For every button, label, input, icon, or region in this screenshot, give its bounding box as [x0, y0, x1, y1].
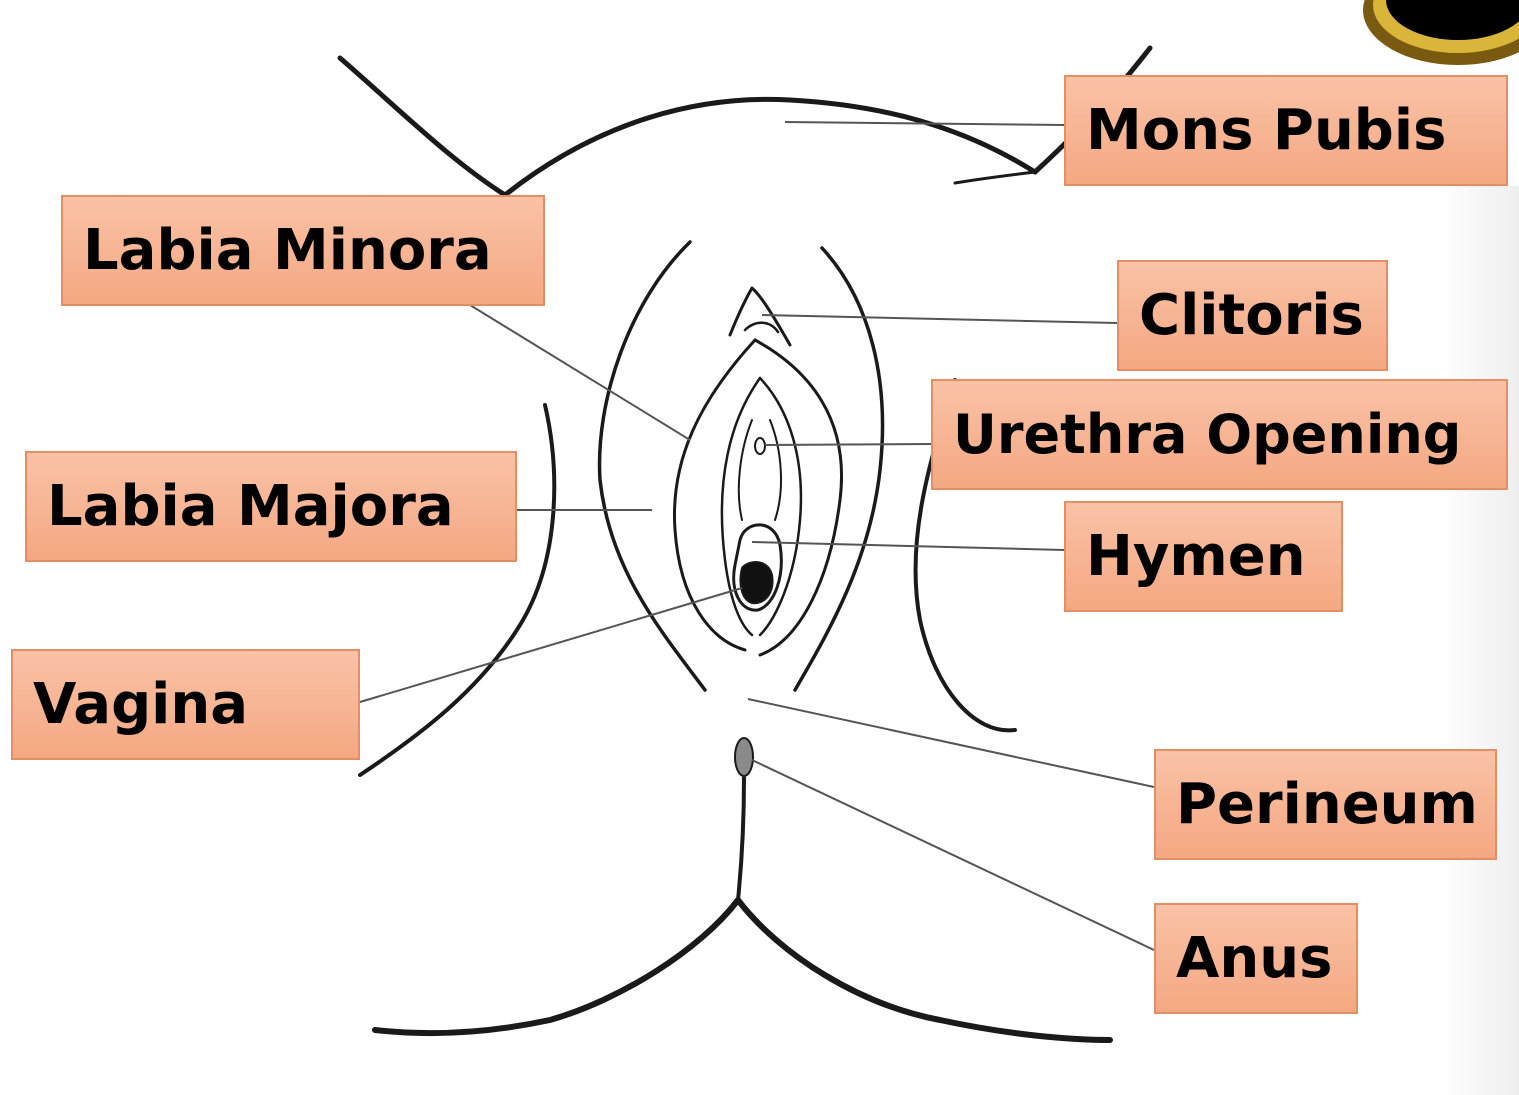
urethral-opening-mark — [755, 438, 765, 454]
label-clitoris: Clitoris — [1117, 260, 1388, 371]
anus-mark — [735, 738, 753, 776]
mons-outline — [505, 99, 1035, 195]
upper-left-outline — [340, 58, 505, 195]
lower-left-contour — [375, 900, 738, 1033]
leader-line-urethra-opening — [765, 444, 931, 445]
label-labia-minora: Labia Minora — [61, 195, 545, 306]
label-mons-pubis: Mons Pubis — [1064, 75, 1508, 186]
leader-line-hymen — [752, 542, 1064, 550]
label-perineum: Perineum — [1154, 749, 1497, 860]
labia-majora-right — [795, 248, 883, 690]
mons-fold — [955, 172, 1035, 183]
lower-right-contour — [738, 900, 1110, 1040]
decorative-emblem — [1358, 0, 1519, 70]
label-hymen: Hymen — [1064, 501, 1343, 612]
label-vagina: Vagina — [11, 649, 360, 760]
leader-line-vagina — [360, 588, 742, 702]
labia-majora-left — [600, 242, 705, 690]
clitoris-tip — [745, 323, 778, 332]
vaginal-opening — [740, 562, 772, 603]
gluteal-cleft — [738, 778, 744, 900]
vestibule-left — [739, 420, 752, 520]
leader-line-clitoris — [762, 315, 1117, 323]
label-labia-majora: Labia Majora — [25, 451, 517, 562]
leader-line-anus — [752, 760, 1154, 950]
label-urethra-opening: Urethra Opening — [931, 379, 1508, 490]
leader-line-perineum — [748, 699, 1154, 787]
vestibule-right — [770, 420, 781, 520]
clitoral-hood — [730, 288, 790, 345]
label-anus: Anus — [1154, 903, 1358, 1014]
leader-line-labia-minora — [470, 305, 690, 440]
